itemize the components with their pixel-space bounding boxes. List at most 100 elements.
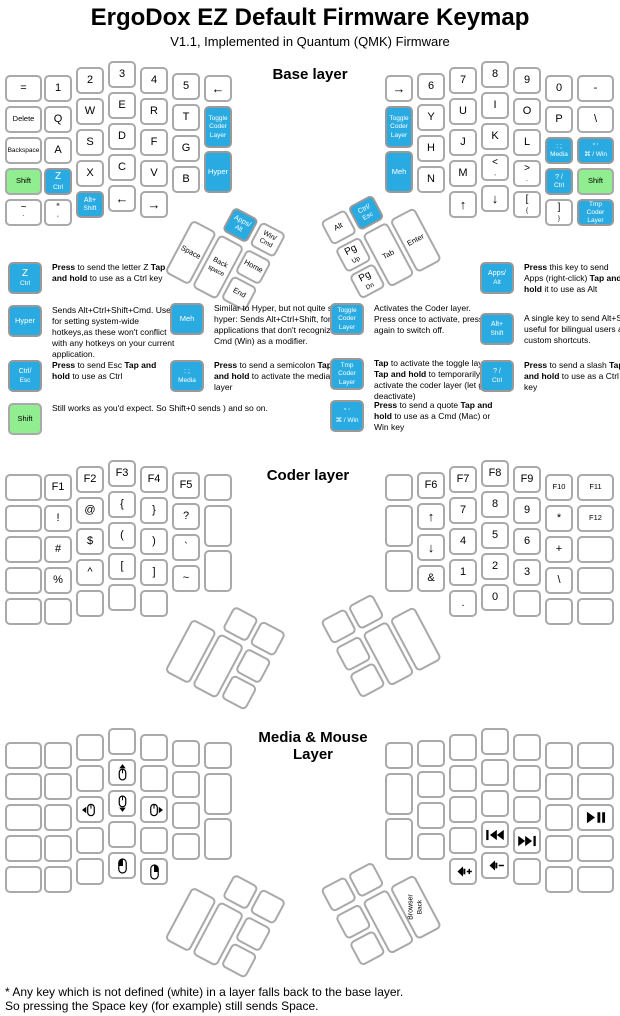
key-label: Meh	[391, 166, 407, 176]
key-label-line: H	[427, 141, 435, 154]
blank-key	[204, 550, 232, 592]
key-label: X	[86, 167, 93, 180]
key-label-line: $	[86, 534, 94, 547]
blank-key	[577, 773, 614, 800]
key-label: Meh	[180, 314, 195, 323]
key-label-line: Shift	[83, 205, 97, 213]
legend-text-segment: to temporarily activate the coder layer …	[374, 369, 498, 402]
key-8: 8	[481, 491, 509, 518]
key-x: X	[76, 160, 104, 187]
arrow-right-key: →	[385, 75, 413, 102]
blank-key	[513, 590, 541, 617]
blank-key	[545, 866, 573, 893]
key-label: R	[150, 105, 158, 118]
key-n: N	[417, 166, 445, 193]
key-label: N	[427, 173, 435, 186]
legend-text-segment: Still works as you'd expect. So Shift+0 …	[52, 403, 268, 413]
footnote: * Any key which is not defined (white) i…	[5, 985, 403, 1014]
key: : ;Media	[170, 360, 204, 392]
key: Alt+Shift	[76, 191, 104, 218]
blank-key	[204, 505, 232, 547]
key-label: Shift	[17, 414, 32, 423]
key-label-line: 7	[459, 503, 467, 516]
key-label: Shift	[16, 177, 31, 185]
blank-key	[417, 740, 445, 767]
blank-key	[577, 742, 614, 769]
key: “ ‘⌘ / Win	[577, 137, 614, 164]
key-label: Ctrl/Esc	[357, 203, 376, 223]
blank-key	[5, 742, 42, 769]
blank-key	[385, 773, 413, 815]
key-label: F3	[116, 467, 129, 480]
legend-text-bold: Tap and hold	[524, 360, 620, 382]
key-label-line: Alt	[332, 220, 345, 233]
key-1: 1	[44, 75, 72, 102]
key-label-line: {	[525, 206, 529, 214]
key-label: ? /Ctrl	[492, 368, 502, 384]
legend-text-segment: Activates the Coder layer. Press once to…	[374, 303, 484, 336]
blank-key	[417, 771, 445, 798]
key-label-line: Toggle	[208, 115, 228, 123]
blank-key	[5, 536, 42, 563]
key-label: Alt+Shift	[83, 197, 96, 213]
key: \	[545, 567, 573, 594]
key-label: -	[594, 82, 598, 95]
key-label-line: F	[150, 135, 158, 148]
key-label: O	[522, 104, 532, 118]
key: *	[545, 505, 573, 532]
key-label-line: W	[84, 104, 96, 117]
legend-text-bold: Press	[52, 262, 76, 272]
key-h: H	[417, 135, 445, 162]
mouse-btn-right-key	[140, 858, 168, 885]
key-label: &	[427, 572, 434, 585]
key-label-line: Ctrl	[491, 376, 503, 384]
key-label: : ;Media	[550, 143, 568, 159]
thumb-cluster-left	[164, 859, 288, 983]
key-label-line: >	[524, 163, 530, 175]
key-label-line: 3	[118, 67, 126, 80]
blank-key	[140, 827, 168, 854]
key-label-line: Hyper	[207, 166, 228, 176]
key-label-line: Meh	[391, 166, 407, 176]
legend-text-segment: to use as a Ctrl key	[524, 371, 619, 393]
key-label-line: Layer	[390, 131, 408, 139]
key-f10: F10	[545, 474, 573, 501]
blank-key	[481, 728, 509, 755]
key-label-line: Alt+	[83, 196, 97, 204]
key-label: G	[182, 142, 191, 155]
key-label-line: Ctrl	[19, 280, 31, 288]
key-label: <,	[492, 157, 498, 177]
blank-key	[385, 550, 413, 592]
key-label-line: Coder	[209, 123, 227, 131]
key-label-line: : ;	[556, 142, 562, 150]
key-label: C	[118, 161, 126, 174]
key-label-line: 5	[491, 528, 499, 541]
key-label: Hyper	[207, 166, 228, 176]
page-subtitle: V1.1, Implemented in Quantum (QMK) Firmw…	[170, 34, 450, 49]
arrow-right-key: →	[140, 191, 168, 218]
blank-key	[108, 821, 136, 848]
key-label-line: Enter	[405, 231, 426, 248]
blank-key	[481, 790, 509, 817]
key-label: 9	[523, 503, 531, 517]
key-f1: F1	[44, 474, 72, 501]
key-label-line: 9	[523, 503, 531, 516]
legend-text-segment: Similar to Hyper, but not quite so hyper…	[214, 303, 337, 347]
arrow-up-key: ↑	[417, 503, 445, 530]
key-label-line: O	[522, 104, 532, 117]
legend-text-segment: this key to send Apps (right-click)	[524, 262, 609, 284]
key-f11: F11	[577, 474, 614, 501]
blank-key	[417, 802, 445, 829]
blank-key	[76, 734, 104, 761]
key-label-line: V	[150, 166, 158, 179]
key-label: B	[182, 173, 189, 186]
blank-key	[172, 740, 200, 767]
key-label-line: @	[84, 503, 96, 516]
key-label: V	[150, 166, 158, 180]
